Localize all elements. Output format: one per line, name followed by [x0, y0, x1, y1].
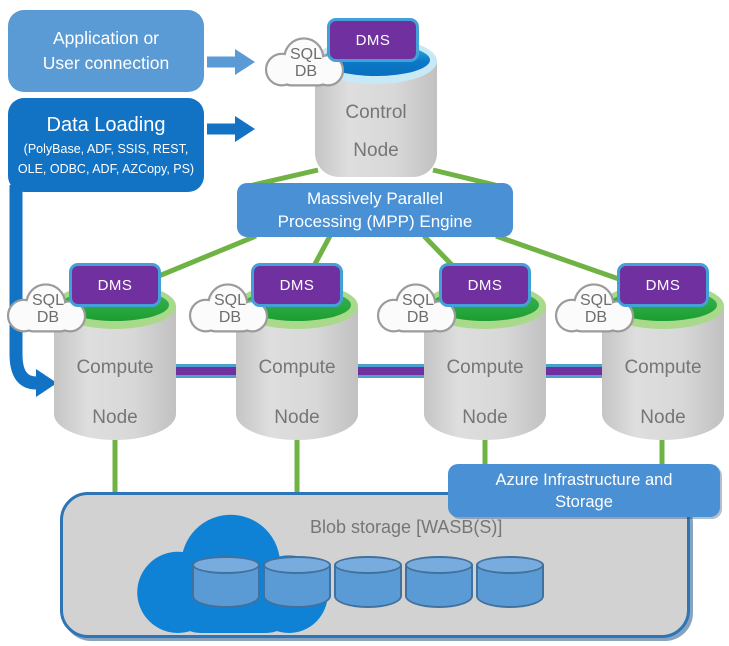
compute-node-label-line2: Node [92, 407, 138, 428]
dms-badge: DMS [251, 263, 343, 307]
azure-box-line2: Storage [555, 492, 613, 511]
control-node-label-line2: Node [353, 140, 399, 161]
dms-badge: DMS [327, 18, 419, 62]
app-box-line1: Application or [52, 28, 160, 48]
mpp-engine-box: Massively Parallel Processing (MPP) Engi… [237, 183, 513, 237]
sql-db-cloud-label: SQL DB [289, 46, 322, 80]
mpp-line1: Massively Parallel [306, 189, 444, 208]
dms-badge: DMS [617, 263, 709, 307]
sql-db-cloud-label: SQL DB [579, 292, 612, 326]
storage-cylinder-icon [476, 556, 544, 608]
control-node: Control Node SQL DB DMS [262, 18, 442, 200]
data-loading-flow-arrow-icon [9, 185, 57, 397]
compute-node-label-line2: Node [462, 407, 508, 428]
compute-node-label-line2: Node [274, 407, 320, 428]
app-connection-arrow-icon [207, 49, 255, 75]
storage-cylinder-icon [405, 556, 473, 608]
data-loading-arrow-icon [207, 116, 255, 142]
data-loading-sub2: OLE, ODBC, ADF, AZCopy, PS) [17, 161, 195, 176]
compute-node-label-line1: Compute [446, 357, 524, 378]
compute-node-label-line1: Compute [258, 357, 336, 378]
control-node-label-line1: Control [345, 102, 407, 123]
compute-node-1: Compute Node SQL DB DMS [4, 263, 180, 445]
storage-cylinder-icon [263, 556, 331, 608]
storage-cylinder-icon [334, 556, 402, 608]
data-loading-sub1: (PolyBase, ADF, SSIS, REST, [23, 141, 189, 156]
data-loading-title: Data Loading [46, 113, 166, 136]
azure-infrastructure-box: Azure Infrastructure and Storage [448, 464, 720, 517]
azure-box-line1: Azure Infrastructure and [495, 470, 673, 489]
sql-db-cloud-label: SQL DB [31, 292, 64, 326]
application-user-connection-box: Application or User connection [8, 10, 204, 92]
app-box-line2: User connection [42, 53, 170, 73]
dms-badge: DMS [69, 263, 161, 307]
compute-node-3: Compute Node SQL DB DMS [374, 263, 550, 445]
storage-cylinder-icon [192, 556, 260, 608]
dms-badge: DMS [439, 263, 531, 307]
compute-node-2: Compute Node SQL DB DMS [186, 263, 362, 445]
compute-node-label-line1: Compute [76, 357, 154, 378]
compute-node-label-line1: Compute [624, 357, 702, 378]
data-loading-box: Data Loading (PolyBase, ADF, SSIS, REST,… [8, 98, 204, 192]
compute-node-label-line2: Node [640, 407, 686, 428]
compute-node-4: Compute Node SQL DB DMS [552, 263, 728, 445]
sql-db-cloud-label: SQL DB [401, 292, 434, 326]
sql-db-cloud-label: SQL DB [213, 292, 246, 326]
blob-storage-label: Blob storage [WASB(S)] [310, 517, 503, 537]
mpp-line2: Processing (MPP) Engine [277, 212, 473, 231]
